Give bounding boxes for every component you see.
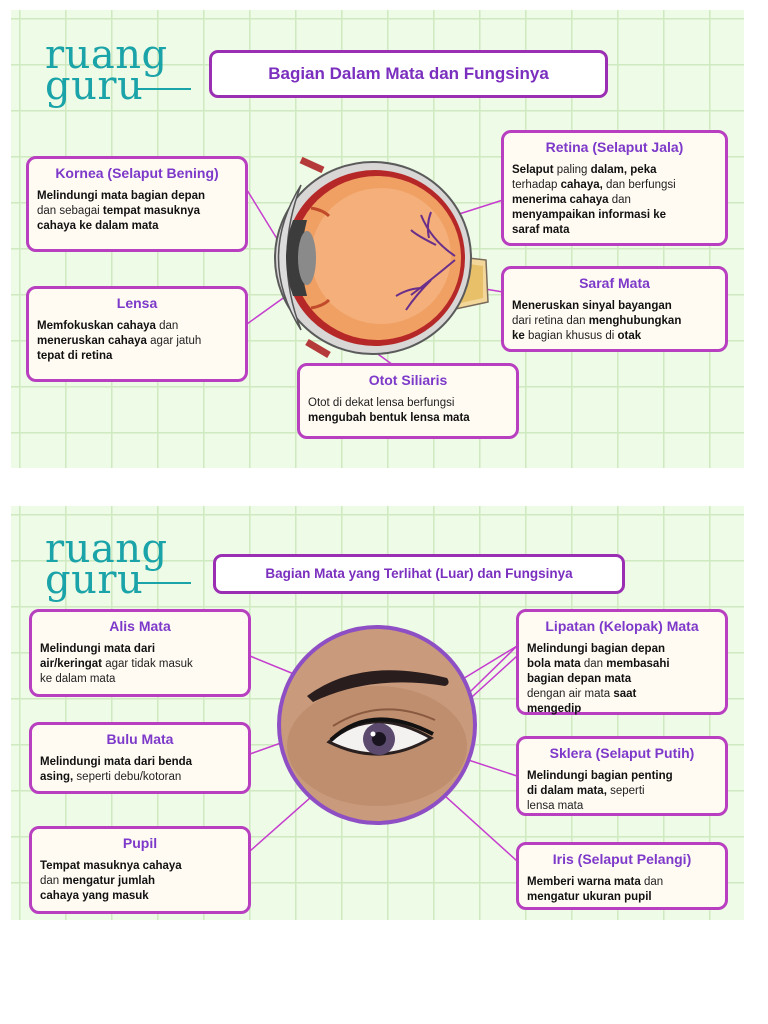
- lipatan-mata-title: Lipatan (Kelopak) Mata: [545, 618, 699, 634]
- ruangguru-logo: ruang guru: [45, 32, 191, 109]
- logo2-line-1: ruang: [45, 526, 168, 572]
- panel-title-external: Bagian Mata yang Terlihat (Luar) dan Fun…: [213, 554, 625, 594]
- otot-siliaris-box: Otot Siliaris Otot di dekat lensa berfun…: [297, 363, 519, 439]
- bulu-mata-title: Bulu Mata: [106, 731, 174, 747]
- lipatan-mata-box: Lipatan (Kelopak) Mata Melindungi bagian…: [516, 609, 728, 715]
- kornea-box: Kornea (Selaput Bening) Melindungi mata …: [26, 156, 248, 252]
- logo2-line-2: guru: [45, 557, 144, 603]
- external-eye-illustration: [249, 625, 518, 862]
- iris-title: Iris (Selaput Pelangi): [552, 851, 692, 867]
- panel-title-internal: Bagian Dalam Mata dan Fungsinya: [209, 50, 608, 98]
- otot-siliaris-title: Otot Siliaris: [368, 372, 448, 388]
- external-eye-panel: ruang guru Bagian Mata yang Terlihat (Lu…: [11, 506, 744, 920]
- saraf-mata-title: Saraf Mata: [579, 275, 650, 291]
- retina-box: Retina (Selaput Jala) Selaput paling dal…: [501, 130, 728, 246]
- sklera-box: Sklera (Selaput Putih) Melindungi bagian…: [516, 736, 728, 816]
- eye-cross-section-illustration: [246, 156, 504, 366]
- logo-line-1: ruang: [45, 32, 168, 78]
- iris-box: Iris (Selaput Pelangi) Memberi warna mat…: [516, 842, 728, 910]
- ruangguru-logo-2: ruang guru: [45, 526, 191, 603]
- retina-title: Retina (Selaput Jala): [545, 139, 684, 155]
- alis-mata-title: Alis Mata: [109, 618, 171, 634]
- lensa-title: Lensa: [116, 295, 158, 311]
- kornea-title: Kornea (Selaput Bening): [55, 165, 219, 181]
- pupil-title: Pupil: [122, 835, 158, 851]
- logo-line-2: guru: [45, 63, 144, 109]
- sklera-title: Sklera (Selaput Putih): [549, 745, 695, 761]
- internal-eye-panel: ruang guru Bagian Dalam Mata dan Fungsin…: [11, 10, 744, 468]
